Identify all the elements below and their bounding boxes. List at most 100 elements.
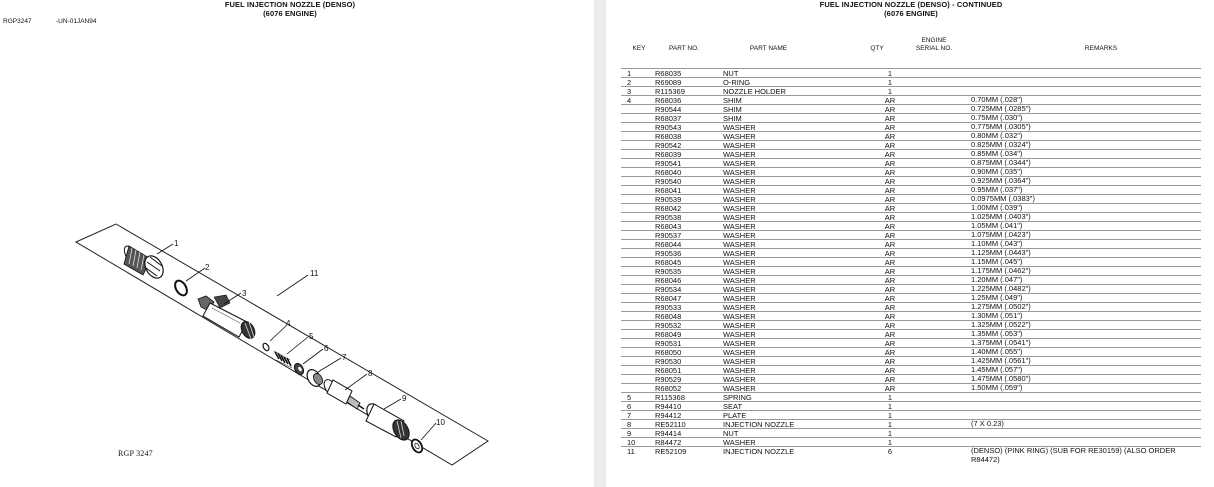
- row-part-no: R68039: [655, 150, 682, 159]
- row-part-no: R90539: [655, 195, 682, 204]
- row-qty: AR: [884, 123, 896, 132]
- row-remarks: 1.00MM (.039"): [971, 203, 1023, 212]
- row-part-no: R68042: [655, 204, 682, 213]
- row-part-name: PLATE: [723, 411, 747, 420]
- row-part-no: R90543: [655, 123, 682, 132]
- row-qty: AR: [884, 366, 896, 375]
- column-header-part-no: PART NO.: [669, 45, 699, 52]
- row-qty: 1: [887, 78, 893, 87]
- row-remarks: 1.125MM (.0443"): [971, 248, 1031, 257]
- row-part-name: WASHER: [723, 438, 756, 447]
- row-key: 6: [627, 402, 632, 411]
- row-qty: AR: [884, 357, 896, 366]
- row-part-name: INJECTION NOZZLE: [723, 447, 795, 456]
- row-qty: 1: [887, 438, 893, 447]
- row-part-no: R90534: [655, 285, 682, 294]
- row-remarks: 1.375MM (.0541"): [971, 338, 1031, 347]
- row-key: 9: [627, 429, 632, 438]
- row-qty: AR: [884, 159, 896, 168]
- row-part-name: NUT: [723, 429, 739, 438]
- figure-date: -UN-01JAN94: [56, 18, 97, 25]
- row-qty: AR: [884, 222, 896, 231]
- row-part-name: WASHER: [723, 177, 756, 186]
- callout-8: 8: [368, 369, 373, 378]
- parts-list-title: FUEL INJECTION NOZZLE (DENSO) - CONTINUE…: [786, 0, 1036, 18]
- row-part-no: R115369: [655, 87, 685, 96]
- row-remarks: 1.25MM (.049"): [971, 293, 1023, 302]
- row-qty: AR: [884, 213, 896, 222]
- row-qty: AR: [884, 321, 896, 330]
- row-part-name: WASHER: [723, 159, 756, 168]
- row-remarks: 1.425MM (.0561"): [971, 356, 1031, 365]
- row-remarks: 1.35MM (.053"): [971, 329, 1023, 338]
- row-part-name: WASHER: [723, 384, 756, 393]
- row-part-no: R68037: [655, 114, 682, 123]
- row-part-name: WASHER: [723, 321, 756, 330]
- row-remarks: 1.175MM (.0462"): [971, 266, 1031, 275]
- column-header-serial-no: ENGINE SERIAL NO.: [904, 37, 964, 53]
- row-key: 11: [627, 447, 635, 456]
- row-part-no: R68051: [655, 366, 682, 375]
- callout-6: 6: [324, 344, 329, 353]
- row-part-name: SHIM: [723, 96, 742, 105]
- row-remarks: 1.50MM (.059"): [971, 383, 1023, 392]
- row-part-no: R90533: [655, 303, 682, 312]
- part-7-plate: [306, 369, 323, 387]
- row-qty: 1: [887, 411, 893, 420]
- row-part-name: WASHER: [723, 303, 756, 312]
- row-qty: AR: [884, 240, 896, 249]
- row-part-no: R68041: [655, 186, 682, 195]
- row-part-name: WASHER: [723, 312, 756, 321]
- row-part-name: WASHER: [723, 168, 756, 177]
- row-remarks: 1.025MM (.0403"): [971, 212, 1031, 221]
- row-part-no: R90530: [655, 357, 682, 366]
- row-part-no: R68048: [655, 312, 682, 321]
- row-part-name: WASHER: [723, 366, 756, 375]
- row-part-no: R68045: [655, 258, 682, 267]
- callout-9: 9: [402, 394, 407, 403]
- column-header-key: KEY: [632, 45, 646, 52]
- row-part-no: R94412: [655, 411, 682, 420]
- row-part-name: SHIM: [723, 114, 742, 123]
- row-qty: AR: [884, 303, 896, 312]
- row-qty: AR: [884, 312, 896, 321]
- row-part-no: R90535: [655, 267, 682, 276]
- row-part-no: R68052: [655, 384, 682, 393]
- row-part-no: R90542: [655, 141, 682, 150]
- row-remarks: 0.95MM (.037"): [971, 185, 1023, 194]
- row-part-no: R68036: [655, 96, 682, 105]
- row-qty: AR: [884, 150, 896, 159]
- part-2-o-ring: [174, 279, 188, 297]
- row-part-no: R68043: [655, 222, 682, 231]
- callout-3: 3: [242, 289, 247, 298]
- row-qty: AR: [884, 258, 896, 267]
- row-part-no: RE52110: [655, 420, 686, 429]
- row-qty: AR: [884, 348, 896, 357]
- row-remarks: (7 X 0.23): [971, 419, 1004, 428]
- row-qty: AR: [884, 168, 896, 177]
- row-part-name: WASHER: [723, 195, 756, 204]
- row-part-name: WASHER: [723, 249, 756, 258]
- row-qty: AR: [884, 96, 896, 105]
- row-remarks: (DENSO) (PINK RING) (SUB FOR RE30159) (A…: [971, 446, 1176, 464]
- part-10-washer: [410, 438, 424, 454]
- callout-11: 11: [310, 269, 319, 278]
- row-remarks: 0.85MM (.034"): [971, 149, 1023, 158]
- row-qty: 1: [887, 87, 893, 96]
- row-part-name: NOZZLE HOLDER: [723, 87, 786, 96]
- row-remarks: 1.15MM (.045"): [971, 257, 1023, 266]
